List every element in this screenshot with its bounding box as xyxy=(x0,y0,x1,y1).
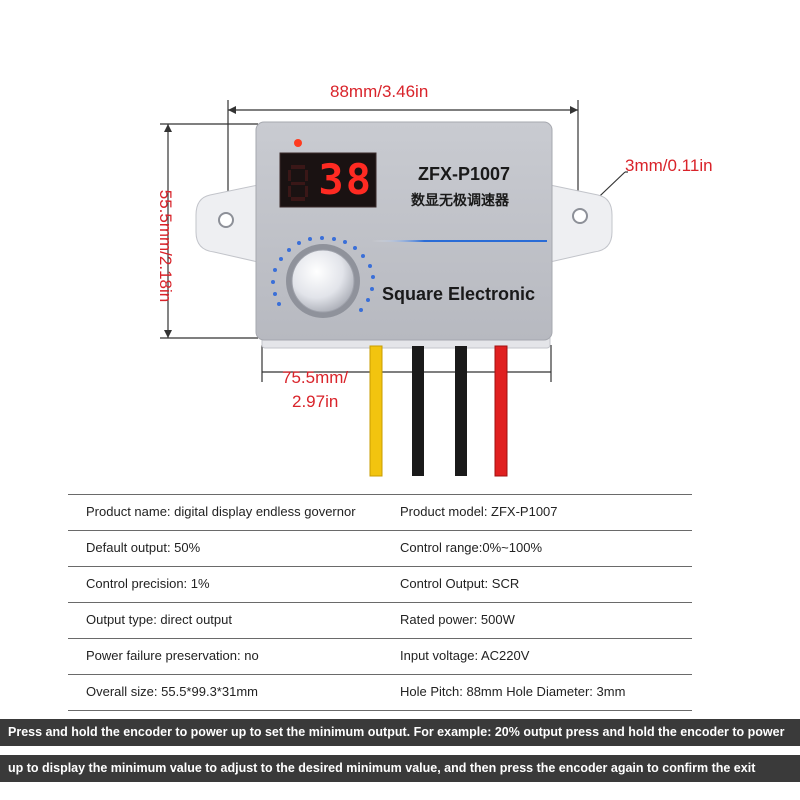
spec-cell: Rated power: 500W xyxy=(400,612,515,627)
spec-row: Default output: 50% Control range:0%~100… xyxy=(68,530,692,566)
accent-line xyxy=(372,240,547,242)
spec-cell: Control range:0%~100% xyxy=(400,540,543,555)
spec-cell: Product name: digital display endless go… xyxy=(86,504,356,519)
encoder-knob xyxy=(291,249,355,313)
wires xyxy=(369,345,508,477)
product-diagram xyxy=(160,100,628,477)
instruction-line-1: Press and hold the encoder to power up t… xyxy=(0,719,800,746)
unlit-digit xyxy=(288,165,308,201)
device-chinese-name: 数显无极调速器 xyxy=(411,193,509,209)
spec-row: Output type: direct output Rated power: … xyxy=(68,602,692,638)
spec-cell: Power failure preservation: no xyxy=(86,648,259,663)
spec-cell: Product model: ZFX-P1007 xyxy=(400,504,558,519)
device-model: ZFX-P1007 xyxy=(418,164,511,184)
dimension-base-width-line2: 2.97in xyxy=(292,392,339,411)
dimension-height: 55.5mm/2.18in xyxy=(156,189,175,303)
spec-cell: Input voltage: AC220V xyxy=(400,648,530,663)
device-brand: Square Electronic xyxy=(382,284,536,304)
spec-cell: Hole Pitch: 88mm Hole Diameter: 3mm xyxy=(400,684,626,699)
dimension-base-width-line1: 75.5mm/ xyxy=(282,368,349,387)
spec-row: Overall size: 55.5*99.3*31mm Hole Pitch:… xyxy=(68,674,692,711)
spec-cell: Output type: direct output xyxy=(86,612,232,627)
knob-dot-ring xyxy=(271,236,375,312)
spec-cell: Overall size: 55.5*99.3*31mm xyxy=(86,684,258,699)
spec-row: Product name: digital display endless go… xyxy=(68,494,692,530)
digital-display-value: 38 xyxy=(318,155,373,204)
dimension-width: 88mm/3.46in xyxy=(330,82,429,101)
spec-cell: Control precision: 1% xyxy=(86,576,210,591)
mounting-ears xyxy=(195,184,613,263)
spec-row: Power failure preservation: no Input vol… xyxy=(68,638,692,674)
dimension-hole: 3mm/0.11in xyxy=(625,156,713,175)
spec-table: Product name: digital display endless go… xyxy=(68,494,692,711)
spec-cell: Control Output: SCR xyxy=(400,576,520,591)
instruction-line-2: up to display the minimum value to adjus… xyxy=(0,755,800,782)
spec-cell: Default output: 50% xyxy=(86,540,201,555)
power-led xyxy=(294,139,302,147)
spec-row: Control precision: 1% Control Output: SC… xyxy=(68,566,692,602)
